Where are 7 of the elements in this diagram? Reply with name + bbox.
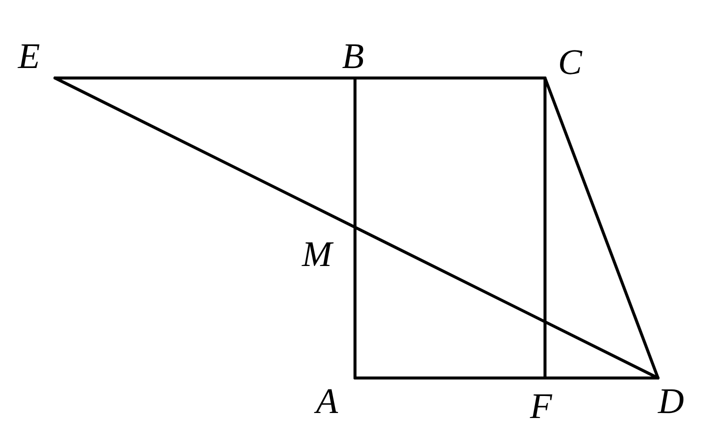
point-label: F (530, 388, 552, 424)
point-label: B (342, 38, 364, 74)
point-label: C (558, 44, 582, 80)
point-label: A (316, 383, 338, 419)
point-label: E (18, 38, 40, 74)
point-label: M (302, 236, 332, 272)
point-label: D (658, 383, 684, 419)
